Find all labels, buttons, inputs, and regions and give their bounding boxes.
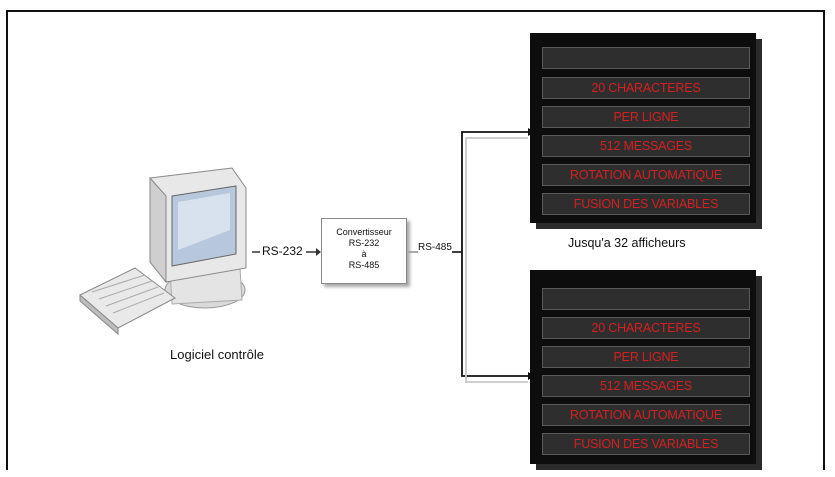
rs485-label: RS-485 [418, 242, 452, 253]
panel-1-row-2: 20 CHARACTERES [542, 77, 750, 99]
panel-1-row-1 [542, 47, 750, 69]
panel-caption: Jusqu'a 32 afficheurs [568, 236, 686, 250]
panel-1-row-5: ROTATION AUTOMATIQUE [542, 164, 750, 186]
panel-2-row-3: PER LIGNE [542, 346, 750, 368]
panel-1-row-3: PER LIGNE [542, 106, 750, 128]
display-panel-2: 20 CHARACTERES PER LIGNE 512 MESSAGES RO… [530, 270, 756, 464]
converter-line-2: RS-232 [348, 238, 380, 248]
panel-2-row-5: ROTATION AUTOMATIQUE [542, 404, 750, 426]
converter-box: Convertisseur RS-232 à RS-485 [321, 218, 407, 284]
panel-2-row-1 [542, 288, 750, 310]
computer-label: Logiciel contrôle [170, 347, 264, 362]
panel-2-row-4: 512 MESSAGES [542, 375, 750, 397]
converter-line-3: à [361, 249, 367, 259]
diagram-frame [6, 10, 825, 470]
converter-line-4: RS-485 [348, 260, 380, 270]
panel-2-row-2: 20 CHARACTERES [542, 317, 750, 339]
display-panel-1: 20 CHARACTERES PER LIGNE 512 MESSAGES RO… [530, 33, 756, 223]
converter-line-1: Convertisseur [336, 227, 392, 237]
panel-1-row-6: FUSION DES VARIABLES [542, 193, 750, 215]
panel-1-row-4: 512 MESSAGES [542, 135, 750, 157]
rs232-label: RS-232 [262, 244, 303, 258]
computer-icon [79, 167, 247, 336]
panel-2-row-6: FUSION DES VARIABLES [542, 433, 750, 455]
